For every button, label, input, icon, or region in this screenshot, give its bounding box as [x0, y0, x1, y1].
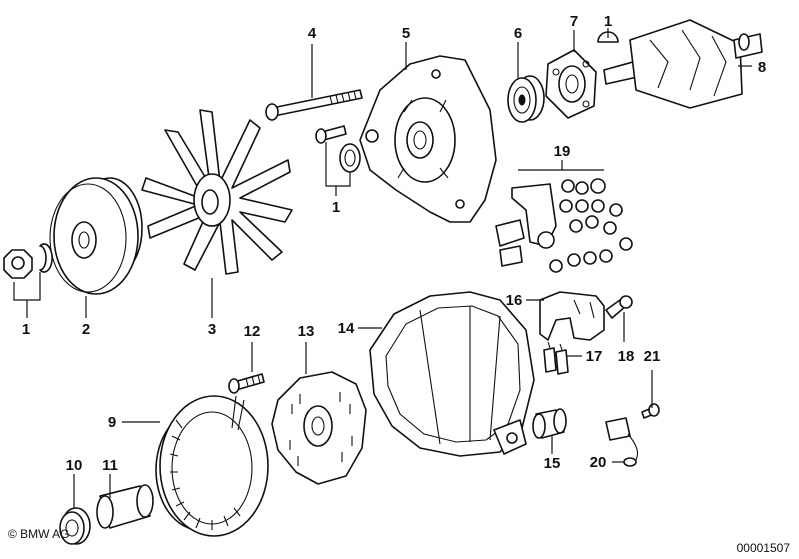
callout-2: 2: [82, 321, 90, 338]
callout-14: 14: [338, 320, 355, 337]
part-bearing-small: [59, 507, 91, 545]
callout-5: 5: [402, 25, 410, 42]
part-screw: [228, 373, 265, 394]
callout-1-screw: 1: [332, 199, 340, 216]
part-rotor: [603, 19, 763, 109]
part-fan: [141, 109, 293, 275]
callout-15: 15: [544, 455, 561, 472]
callout-10: 10: [66, 457, 83, 474]
part-screw-and-ring: [315, 125, 361, 173]
part-slip-ring-housing: [369, 291, 535, 457]
part-nut-washer: [3, 243, 53, 279]
callout-13: 13: [298, 323, 315, 340]
callout-1-nut: 1: [22, 321, 30, 338]
part-screw-small: [641, 403, 660, 419]
callout-12: 12: [244, 323, 261, 340]
callout-11: 11: [102, 457, 118, 474]
callout-1-key: 1: [604, 13, 612, 30]
callout-3: 3: [208, 321, 216, 338]
part-suppressor: [605, 417, 639, 467]
part-voltage-regulator: [539, 291, 605, 341]
callout-20: 20: [590, 454, 607, 471]
part-bearing: [507, 75, 545, 123]
callout-6: 6: [514, 25, 522, 42]
callout-labels: 1 2 3 4 5 6 7 1 8 1 19 9 10 11 12 13 14 …: [22, 13, 766, 474]
part-brushes: [543, 341, 569, 375]
part-bushing: [532, 408, 567, 439]
part-bearing-plate: [545, 49, 597, 119]
part-pulley: [49, 177, 143, 295]
callout-16: 16: [506, 292, 523, 309]
callout-18: 18: [618, 348, 635, 365]
part-drive-end-housing: [359, 55, 497, 223]
copyright-text: © BMW AG: [8, 527, 70, 541]
part-screw-regulator: [605, 295, 633, 319]
part-small-parts-kit: [495, 178, 633, 273]
leader-lines: [13, 28, 752, 508]
diagram-id: 00001507: [737, 541, 791, 555]
callout-7: 7: [570, 13, 578, 30]
callout-9: 9: [108, 414, 116, 431]
part-through-bolt: [265, 89, 363, 121]
part-sleeve: [96, 484, 154, 529]
callout-8: 8: [758, 59, 766, 76]
callout-21: 21: [644, 348, 661, 365]
part-stator: [155, 395, 269, 537]
callout-4: 4: [308, 25, 317, 42]
callout-17: 17: [586, 348, 603, 365]
part-rectifier: [271, 371, 367, 485]
callout-19: 19: [554, 143, 571, 160]
